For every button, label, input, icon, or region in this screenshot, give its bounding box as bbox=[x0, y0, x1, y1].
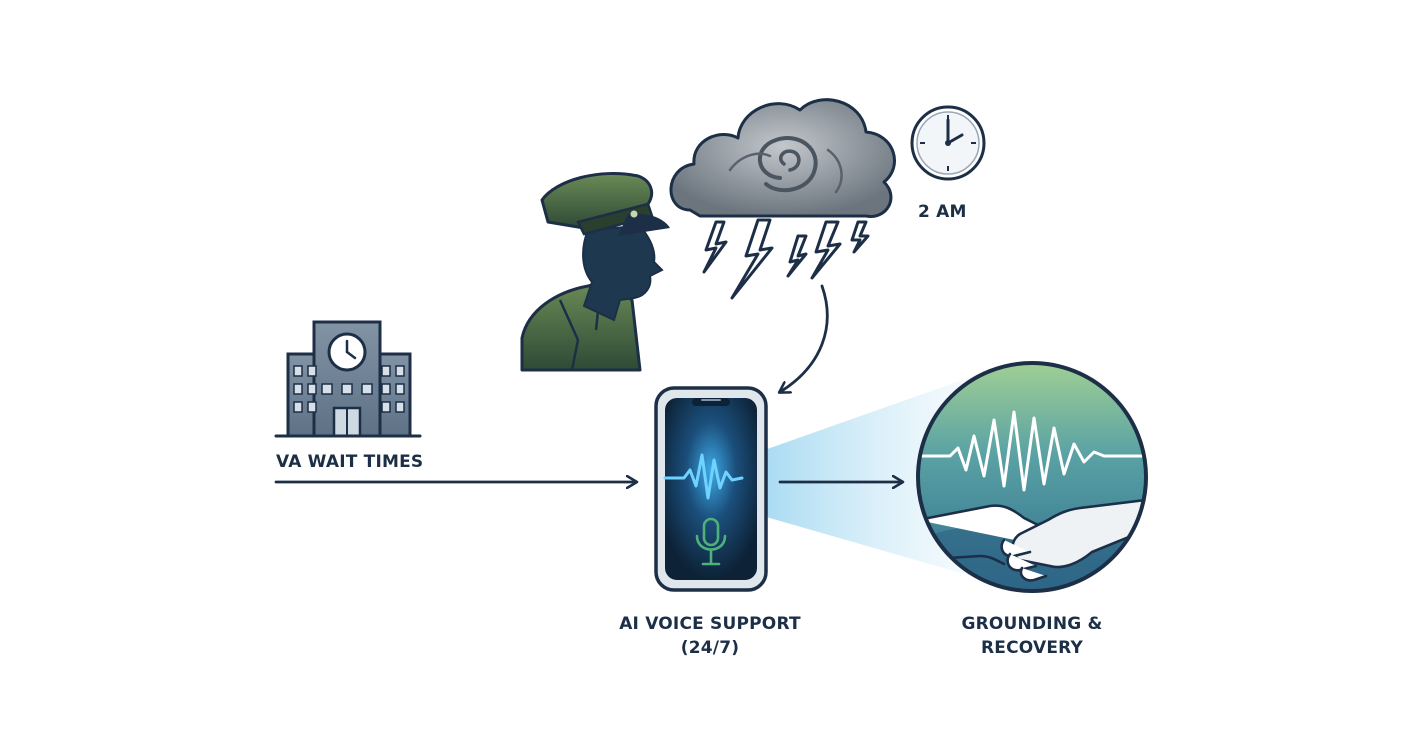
handshake-icon bbox=[918, 498, 1146, 582]
soldier-silhouette-icon bbox=[520, 172, 670, 372]
voice-waveform-icon bbox=[663, 453, 744, 500]
va-wait-times-label: VA WAIT TIMES bbox=[276, 452, 424, 472]
storm-cloud-icon bbox=[669, 98, 896, 218]
ai-voice-support-line1: AI VOICE SUPPORT bbox=[619, 614, 801, 634]
microphone-icon bbox=[695, 517, 727, 566]
va-building-icon bbox=[274, 320, 422, 438]
light-beam bbox=[742, 372, 985, 580]
grounding-recovery-label: GROUNDING & RECOVERY bbox=[922, 612, 1142, 660]
ai-voice-support-line2: (24/7) bbox=[680, 638, 740, 658]
grounding-recovery-line1: GROUNDING & bbox=[961, 614, 1103, 634]
grounding-waveform-icon bbox=[918, 410, 1146, 492]
grounding-recovery-line2: RECOVERY bbox=[980, 638, 1083, 658]
time-label: 2 AM bbox=[918, 202, 967, 222]
lightning-bolts bbox=[702, 218, 870, 300]
clock-icon bbox=[910, 105, 986, 181]
storm-to-phone-arrow bbox=[780, 284, 829, 392]
smartphone-icon bbox=[654, 386, 768, 592]
ai-voice-support-label: AI VOICE SUPPORT (24/7) bbox=[600, 612, 820, 660]
